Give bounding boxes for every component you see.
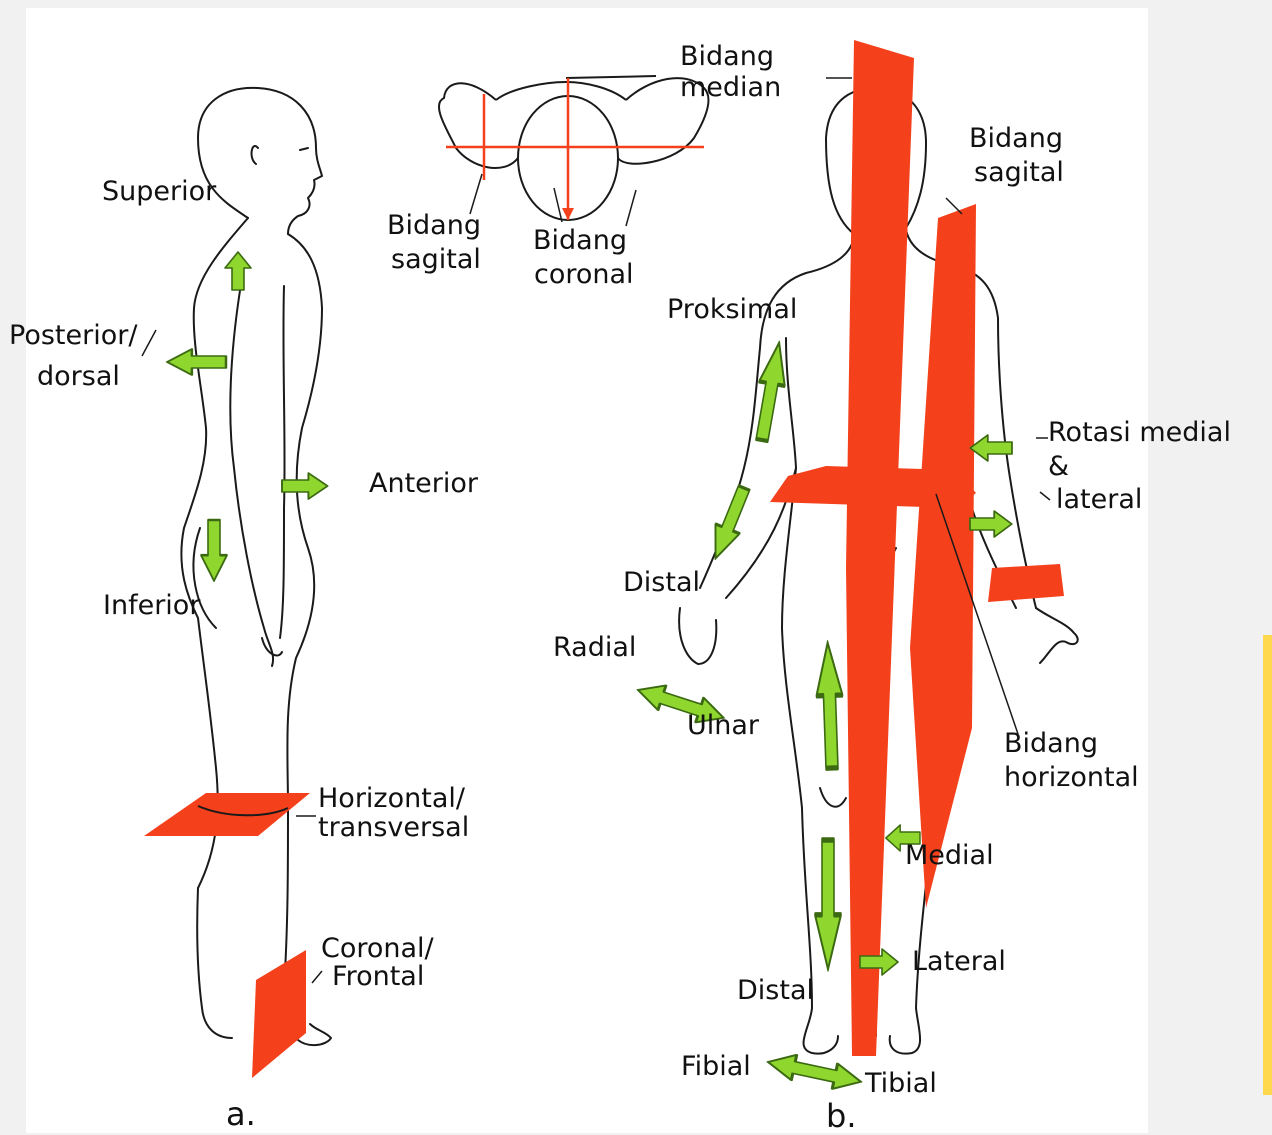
label-fibial: Fibial [681,1051,751,1083]
label-rotasi-line3: lateral [1056,484,1142,516]
arrow-distal-arm [703,483,756,563]
arrow-superior [225,252,251,290]
label-coronal-line2: Frontal [332,961,424,993]
arrow-rotasi-lateral [970,511,1012,537]
label-sagital-line1: Bidang [969,123,1063,155]
label-sagital-line2: sagital [974,157,1064,189]
label-rotasi-line1: Rotasi medial [1048,417,1231,449]
wrist-band [988,564,1064,602]
label-head-sagital-line2: sagital [391,244,481,276]
side-view-figure [181,88,331,1045]
label-posterior-line2: dorsal [37,361,120,393]
label-median-line2: median [680,72,781,104]
arrow-anterior [282,473,328,499]
accent-bar [1263,635,1272,1095]
label-median-line1: Bidang [680,41,774,73]
horizontal-plane-b [770,466,976,508]
label-distal-leg: Distal [737,975,814,1007]
label-horizontal-b-line2: horizontal [1004,762,1139,794]
label-ulnar: Ulnar [687,710,759,742]
label-rotasi-line2: & [1048,451,1069,483]
label-proksimal: Proksimal [667,294,797,326]
arrow-inferior [201,520,227,581]
label-horizontal-line1: Horizontal/ [318,783,465,815]
sagital-plane [910,204,976,908]
label-distal-arm: Distal [623,567,700,599]
label-horizontal-b-line1: Bidang [1004,728,1098,760]
arrow-distal-leg [815,840,841,969]
label-head-sagital-line1: Bidang [387,210,481,242]
label-lateral: Lateral [912,946,1006,978]
label-superior: Superior [102,176,216,208]
arrow-fibial-tibial [765,1049,863,1094]
label-posterior-line1: Posterior/ [9,320,137,352]
arrow-rotasi-medial [970,435,1012,461]
label-horizontal-line2: transversal [318,812,469,844]
label-radial: Radial [553,632,636,664]
arrow-proksimal-leg [815,642,845,768]
caption-b: b. [826,1097,856,1135]
label-tibial: Tibial [865,1068,937,1100]
label-head-coronal-line2: coronal [534,259,634,291]
label-anterior: Anterior [369,468,478,500]
median-plane [846,40,914,1056]
caption-a: a. [226,1095,256,1133]
coronal-plane-a [252,950,306,1078]
label-medial: Medial [905,840,994,872]
label-inferior: Inferior [103,590,200,622]
label-head-coronal-line1: Bidang [533,225,627,257]
